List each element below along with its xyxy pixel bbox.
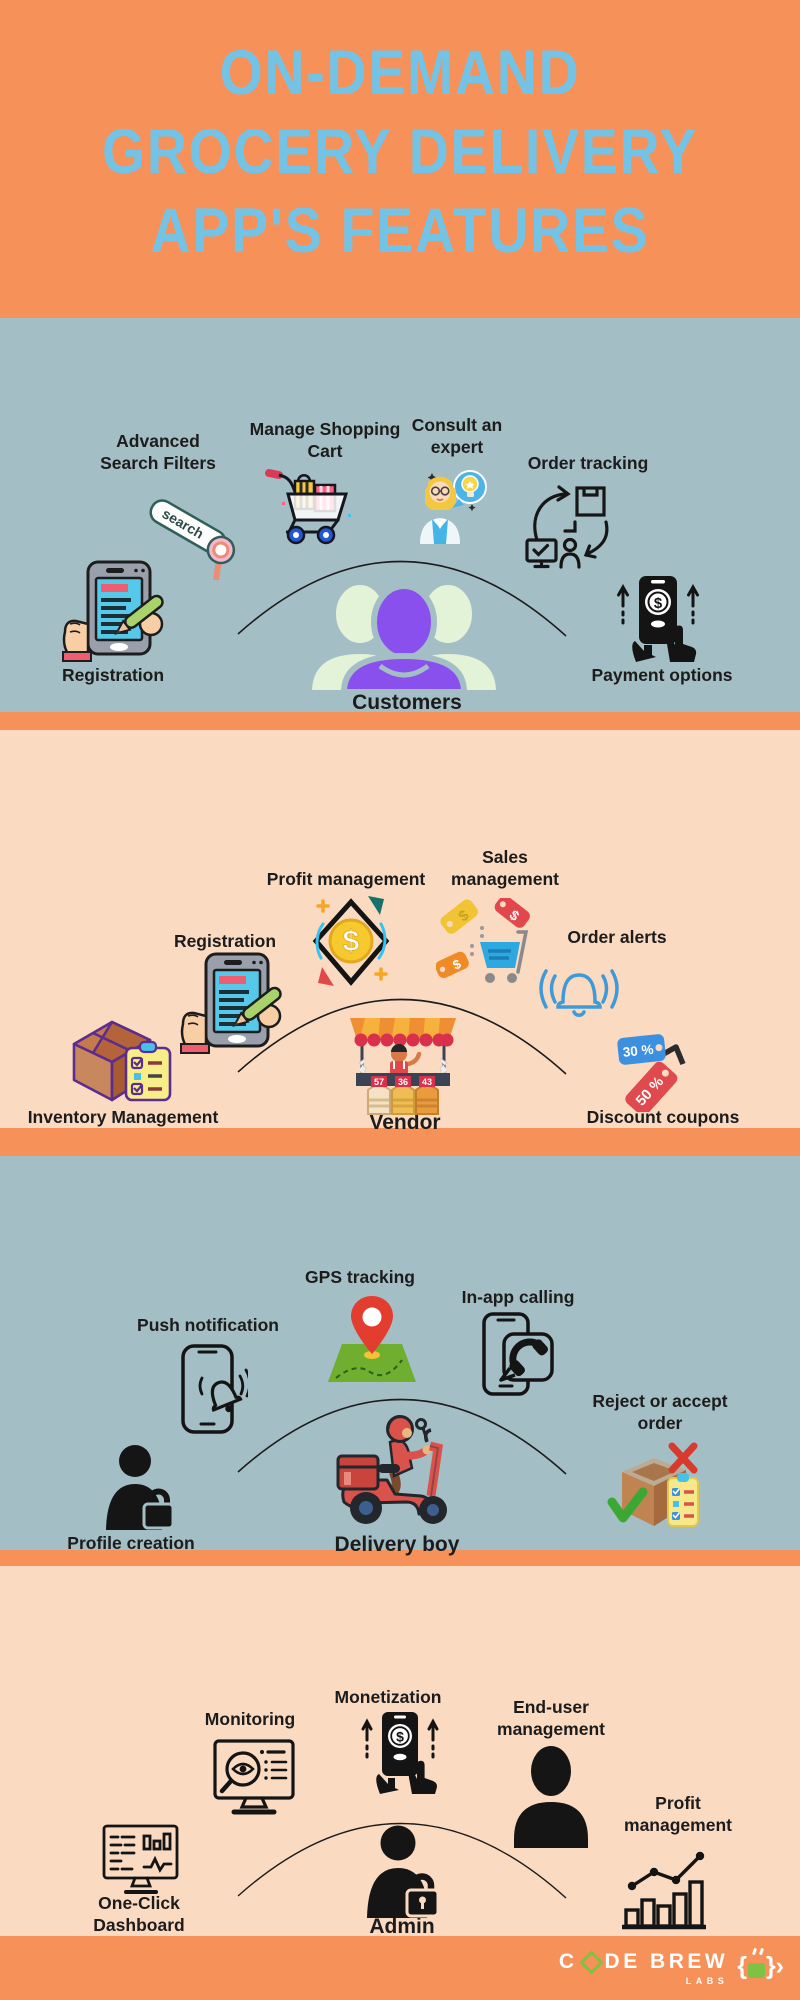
sales-management-icon: $ $ $ <box>436 898 530 983</box>
profile-creation-icon <box>106 1445 175 1530</box>
divider-bar <box>0 1128 800 1156</box>
feature-label-payment-options: Payment options <box>591 665 733 685</box>
reject-accept-order-icon <box>607 1442 699 1527</box>
logo-letter-c: C <box>558 1950 578 1973</box>
svg-text:57: 57 <box>374 1077 384 1087</box>
feature-label-monitoring: Monitoring <box>204 1709 296 1729</box>
expert-icon <box>420 470 487 544</box>
feature-label-profit-admin: Profit management <box>624 1793 732 1836</box>
svg-text:43: 43 <box>422 1077 432 1087</box>
svg-text:36: 36 <box>398 1077 408 1087</box>
title-line-1: ON-DEMAND <box>219 38 581 108</box>
admin-icon <box>367 1825 440 1918</box>
svg-text:$: $ <box>343 925 360 958</box>
logo-diamond-icon <box>579 1949 604 1975</box>
profit-chart-icon <box>622 1851 706 1930</box>
oneclick-dashboard-icon <box>102 1824 179 1894</box>
monetization-icon: $ <box>361 1712 439 1794</box>
feature-label-registration-vendor: Registration <box>173 931 277 951</box>
feature-label-reject-accept: Reject or accept order <box>592 1391 728 1434</box>
logo-word-debrew: DE BREW <box>604 1950 729 1973</box>
order-alerts-bell-icon <box>539 969 619 1017</box>
title-line-2: GROCERY DELIVERY <box>101 117 699 187</box>
logo-text: C DE BREW LABS <box>558 1949 729 1986</box>
order-tracking-icon <box>525 485 609 569</box>
delivery-scooter-icon <box>336 1415 447 1524</box>
page-title: ON-DEMAND GROCERY DELIVERY APP'S FEATURE… <box>0 34 800 271</box>
customers-arc <box>237 560 567 637</box>
footer-band <box>0 1936 800 2000</box>
feature-label-manage-cart: Manage Shopping Cart <box>249 419 401 462</box>
feature-label-consult-expert: Consult an expert <box>411 415 503 458</box>
cup-square <box>747 1962 765 1978</box>
feature-label-discount: Discount coupons <box>586 1107 740 1127</box>
center-label-customers: Customers <box>352 691 462 714</box>
feature-label-inapp-calling: In-app calling <box>461 1287 575 1307</box>
profit-management-icon: $ <box>312 896 390 986</box>
inapp-calling-icon <box>482 1312 554 1396</box>
feature-label-registration: Registration <box>61 665 165 685</box>
feature-label-advanced-search: Advanced Search Filters <box>100 431 216 474</box>
discount-coupons-icon: 30 % 50 % <box>617 1034 686 1112</box>
feature-label-monetization: Monetization <box>334 1687 442 1707</box>
feature-label-sales-management: Sales management <box>451 847 559 890</box>
search-bar-icon: search <box>149 499 236 580</box>
monitoring-icon <box>213 1739 295 1815</box>
vendor-arc <box>237 998 567 1075</box>
end-user-icon <box>514 1746 588 1848</box>
feature-label-order-alerts: Order alerts <box>567 927 667 947</box>
feature-label-enduser: End-user management <box>497 1697 605 1740</box>
feature-label-order-tracking: Order tracking <box>527 453 649 473</box>
registration-phone-icon <box>62 560 164 662</box>
feature-label-push-notification: Push notification <box>137 1315 279 1335</box>
divider-bar <box>0 712 800 730</box>
feature-label-gps: GPS tracking <box>305 1267 415 1287</box>
feature-label-inventory: Inventory Management <box>27 1107 219 1127</box>
inventory-box-icon <box>72 1020 172 1102</box>
customers-group-icon <box>307 581 501 692</box>
logo-cup-icon: { } › <box>737 1947 784 1981</box>
center-label-admin: Admin <box>369 1915 435 1938</box>
svg-text:$: $ <box>396 1729 404 1745</box>
title-line-3: APP'S FEATURES <box>150 196 650 266</box>
header-band <box>0 0 800 318</box>
logo-labs: LABS <box>685 1976 729 1986</box>
svg-text:30 %: 30 % <box>622 1042 654 1060</box>
code-brew-labs-logo: C DE BREW LABS { } › <box>558 1947 784 1986</box>
center-label-vendor: Vendor <box>369 1111 441 1134</box>
vendor-stall-icon: 57 36 43 <box>350 1018 456 1115</box>
delivery-arc <box>237 1398 567 1475</box>
steam-icon <box>751 1947 771 1956</box>
gps-tracking-icon <box>328 1296 416 1382</box>
shopping-cart-icon <box>265 469 351 545</box>
registration-phone-icon <box>180 952 282 1054</box>
admin-arc <box>237 1822 567 1899</box>
payment-options-icon: $ <box>617 576 699 662</box>
push-notification-icon <box>181 1344 248 1434</box>
center-label-delivery-boy: Delivery boy <box>334 1533 460 1556</box>
svg-text:$: $ <box>654 595 663 612</box>
feature-label-oneclick-dashboard: One-Click Dashboard <box>93 1893 185 1936</box>
feature-label-profile-creation: Profile creation <box>67 1533 195 1553</box>
divider-bar <box>0 1550 800 1566</box>
feature-label-profit-management: Profit management <box>266 869 426 889</box>
